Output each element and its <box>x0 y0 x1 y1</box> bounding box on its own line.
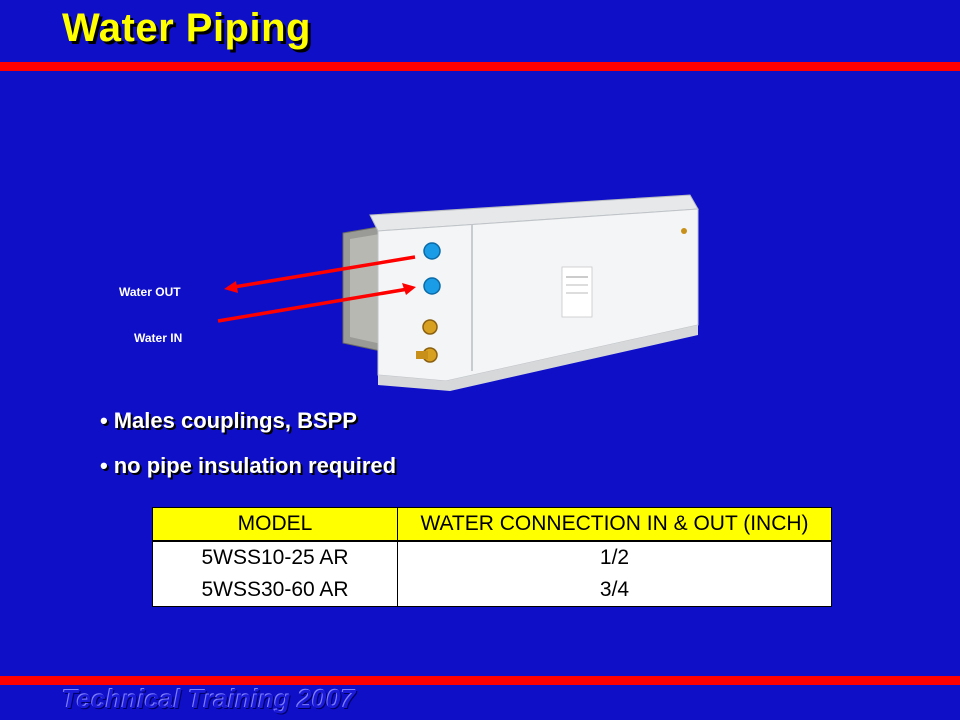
table-cell: 5WSS10-25 AR <box>152 541 398 574</box>
table-header-cell: WATER CONNECTION IN & OUT (INCH) <box>397 507 832 542</box>
water-in-label: Water IN <box>134 331 183 345</box>
footer-text: Technical Training 2007 <box>62 684 356 714</box>
table-header-cell: MODEL <box>152 507 398 542</box>
table-row: 5WSS10-25 AR 1/2 <box>152 541 832 574</box>
water-out-label: Water OUT <box>119 285 181 299</box>
bullet-item: •no pipe insulation required <box>100 453 397 478</box>
water-connection-table: MODEL WATER CONNECTION IN & OUT (INCH) 5… <box>152 507 832 607</box>
table-header-row: MODEL WATER CONNECTION IN & OUT (INCH) <box>152 507 832 542</box>
bullet-text: no pipe insulation required <box>113 453 397 478</box>
footer-rule <box>0 676 960 685</box>
unit-product-image <box>217 194 699 391</box>
table-cell: 5WSS30-60 AR <box>152 574 398 607</box>
bullet-text: Males couplings, BSPP <box>113 408 357 433</box>
table-cell: 1/2 <box>397 541 832 574</box>
table-row: 5WSS30-60 AR 3/4 <box>152 574 832 607</box>
bullet-item: •Males couplings, BSPP <box>100 408 357 433</box>
table-cell: 3/4 <box>397 574 832 607</box>
title-rule <box>0 62 960 71</box>
bullet-list: •Males couplings, BSPP •no pipe insulati… <box>100 408 396 498</box>
slide-title: Water Piping <box>62 6 311 50</box>
